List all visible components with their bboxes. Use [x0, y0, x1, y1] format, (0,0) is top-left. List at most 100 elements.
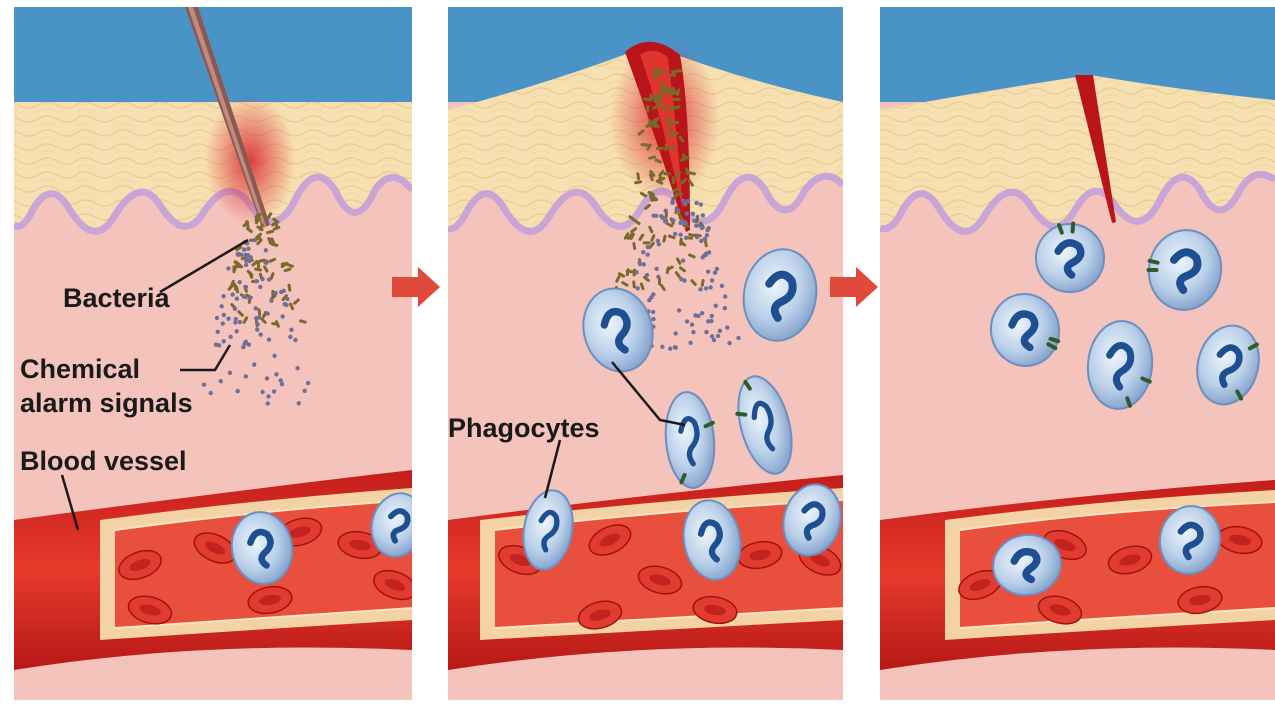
signal-dot: [255, 327, 259, 331]
signal-dot: [685, 211, 689, 215]
signal-dot: [209, 391, 213, 395]
bacterium: [640, 143, 648, 147]
signal-dot: [254, 306, 258, 310]
signal-dot: [701, 213, 705, 217]
bacterium: [643, 241, 651, 244]
signal-dot: [684, 236, 688, 240]
signal-dot: [691, 211, 695, 215]
signal-dot: [696, 314, 700, 318]
signal-dot: [279, 378, 283, 382]
signal-dot: [674, 346, 678, 350]
signal-dot: [704, 330, 708, 334]
signal-dot: [678, 232, 682, 236]
signal-dot: [654, 214, 658, 218]
signal-dot: [681, 258, 685, 262]
signal-dot: [252, 362, 256, 366]
signal-dot: [692, 219, 696, 223]
bacteria-label: Bacteria: [63, 283, 171, 313]
bacterium: [649, 191, 652, 199]
signal-dot: [202, 382, 206, 386]
signal-dot: [700, 226, 704, 230]
signal-dot: [289, 328, 293, 332]
signal-dot: [281, 289, 285, 293]
signal-dot: [258, 285, 262, 289]
signal-dot: [216, 330, 220, 334]
signal-dot: [663, 208, 667, 212]
engulfed-bacterium: [1070, 221, 1075, 233]
chemical-label-line2: alarm signals: [20, 388, 193, 418]
signal-dot: [242, 247, 246, 251]
signal-dot: [226, 316, 230, 320]
signal-dot: [661, 216, 665, 220]
signal-dot: [723, 306, 727, 310]
signal-dot: [718, 329, 722, 333]
signal-dot: [237, 280, 241, 284]
panel-3: [880, 7, 1275, 700]
signal-dot: [221, 294, 225, 298]
signal-dot: [293, 338, 297, 342]
blood-vessel-label: Blood vessel: [20, 446, 187, 476]
signal-dot: [690, 322, 694, 326]
signal-dot: [274, 372, 278, 376]
signal-dot: [725, 325, 729, 329]
bacterium: [669, 122, 673, 130]
signal-dot: [691, 330, 695, 334]
signal-dot: [688, 341, 692, 345]
bacterium: [673, 98, 681, 101]
signal-dot: [634, 270, 638, 274]
signal-dot: [233, 307, 237, 311]
signal-dot: [695, 235, 699, 239]
signal-dot: [685, 319, 689, 323]
signal-dot: [736, 336, 740, 340]
signal-dot: [269, 299, 273, 303]
signal-dot: [260, 277, 264, 281]
signal-dot: [244, 257, 248, 261]
signal-dot: [282, 302, 286, 306]
signal-dot: [712, 338, 716, 342]
signal-dot: [646, 245, 650, 249]
signal-dot: [656, 275, 660, 279]
signal-dot: [710, 314, 714, 318]
signal-dot: [714, 304, 718, 308]
signal-dot: [265, 376, 269, 380]
signal-dot: [236, 252, 240, 256]
signal-dot: [710, 334, 714, 338]
signal-dot: [280, 314, 284, 318]
signal-dot: [244, 263, 248, 267]
signal-dot: [228, 371, 232, 375]
signal-dot: [244, 374, 248, 378]
signal-dot: [673, 232, 677, 236]
signal-dot: [704, 286, 708, 290]
signal-dot: [656, 239, 660, 243]
signal-dot: [267, 277, 271, 281]
signal-dot: [228, 335, 232, 339]
signal-dot: [219, 379, 223, 383]
signal-dot: [222, 339, 226, 343]
signal-dot: [673, 331, 677, 335]
signal-dot: [723, 294, 727, 298]
signal-dot: [267, 337, 271, 341]
signal-dot: [272, 354, 276, 358]
signal-dot: [280, 382, 284, 386]
signal-dot: [266, 401, 270, 405]
signal-dot: [660, 345, 664, 349]
signal-dot: [247, 296, 251, 300]
signal-dot: [221, 321, 225, 325]
bacterium: [649, 93, 652, 101]
signal-dot: [238, 320, 242, 324]
signal-dot: [686, 199, 690, 203]
signal-dot: [676, 208, 680, 212]
signal-dot: [295, 366, 299, 370]
injury-redness: [205, 95, 295, 225]
signal-dot: [263, 260, 267, 264]
signal-dot: [234, 329, 238, 333]
signal-dot: [272, 389, 276, 393]
signal-dot: [260, 390, 264, 394]
signal-dot: [641, 250, 645, 254]
signal-dot: [668, 347, 672, 351]
signal-dot: [713, 270, 717, 274]
signal-dot: [247, 342, 251, 346]
signal-dot: [264, 248, 268, 252]
signal-dot: [720, 284, 724, 288]
